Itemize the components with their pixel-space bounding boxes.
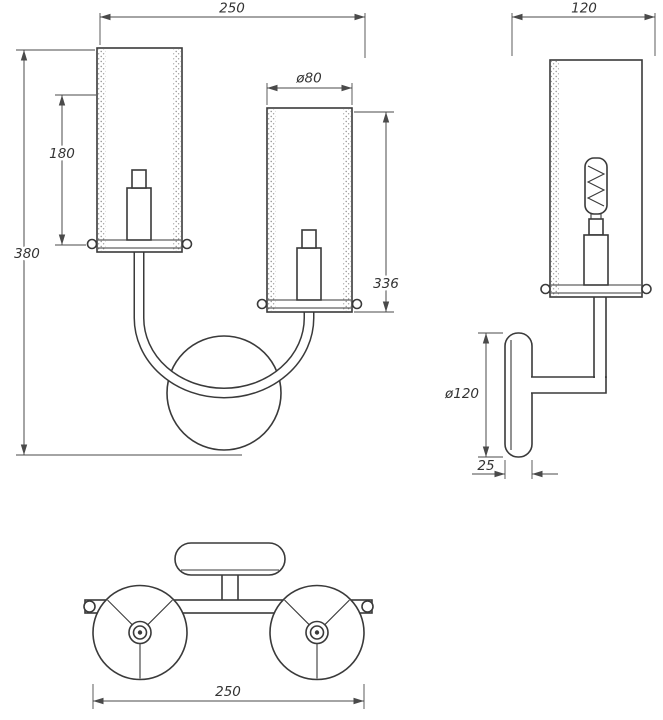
dimension-plate-thickness: 25 <box>472 456 558 479</box>
right-shade-screw-left <box>256 298 268 310</box>
dim-label-plate-diameter: ø120 <box>444 386 479 402</box>
dimension-shade-diameter: ø80 <box>266 68 353 105</box>
dim-label-plate-thickness: 25 <box>477 458 494 474</box>
dim-label-shade-height: 180 <box>49 146 75 162</box>
dim-label-bottom-width: 250 <box>215 684 241 700</box>
glass-texture-back-edge <box>550 60 559 297</box>
side-view: 120 ø120 25 <box>441 0 656 479</box>
front-view: 250 ø80 180 380 336 <box>12 0 401 456</box>
dim-label-side-depth: 120 <box>571 1 597 17</box>
dim-label-body-height: 336 <box>373 276 399 292</box>
dim-label-front-width: 250 <box>219 1 245 17</box>
dimension-body-height: 336 <box>354 111 401 313</box>
plan-left-hub-dot <box>137 630 143 635</box>
dimension-plate-diameter: ø120 <box>441 332 503 458</box>
side-shade-screw-right <box>641 283 652 295</box>
dimension-total-height: 380 <box>12 49 242 456</box>
side-shade <box>540 59 652 298</box>
left-socket-neck <box>131 169 147 189</box>
dimension-bottom-width: 250 <box>92 682 365 709</box>
plan-bar-knob-left <box>83 600 96 613</box>
dimension-side-depth: 120 <box>511 0 656 56</box>
plan-canopy <box>174 542 286 576</box>
left-shade-screw-right <box>181 238 193 250</box>
plan-bar-knob-right <box>361 600 374 613</box>
dimension-shade-height: 180 <box>47 94 96 246</box>
side-shade-screw-left <box>540 283 551 295</box>
right-socket-neck <box>301 229 317 249</box>
plan-left-shade <box>92 584 188 681</box>
glass-texture-left-edge <box>267 108 276 312</box>
plan-left-hub-outer <box>128 620 152 645</box>
dimension-front-width: 250 <box>99 0 366 58</box>
glass-texture-right-edge <box>343 108 352 312</box>
plan-right-hub-outer <box>305 620 329 645</box>
left-shade-screw-left <box>86 238 98 250</box>
left-shade <box>86 47 193 253</box>
left-socket <box>126 187 152 241</box>
curved-arm <box>133 252 315 399</box>
g9-bulb <box>584 157 608 219</box>
right-shade <box>256 107 363 313</box>
plan-right-hub-inner <box>309 625 325 640</box>
plan-right-hub-dot <box>314 630 320 635</box>
wall-plate-side <box>504 332 533 458</box>
right-socket <box>296 247 322 301</box>
side-socket-neck <box>588 218 604 236</box>
glass-texture-left-edge <box>97 48 106 252</box>
right-shade-screw-right <box>351 298 363 310</box>
plan-right-shade <box>269 584 365 681</box>
dim-label-total-height: 380 <box>14 246 40 262</box>
side-stem <box>593 297 607 378</box>
side-socket <box>583 234 609 286</box>
dim-label-shade-diameter: ø80 <box>295 71 321 87</box>
side-arm <box>531 376 607 394</box>
glass-texture-right-edge <box>173 48 182 252</box>
bulb-filament <box>586 165 606 207</box>
plan-left-hub-inner <box>132 625 148 640</box>
bottom-view: 250 <box>83 542 374 709</box>
